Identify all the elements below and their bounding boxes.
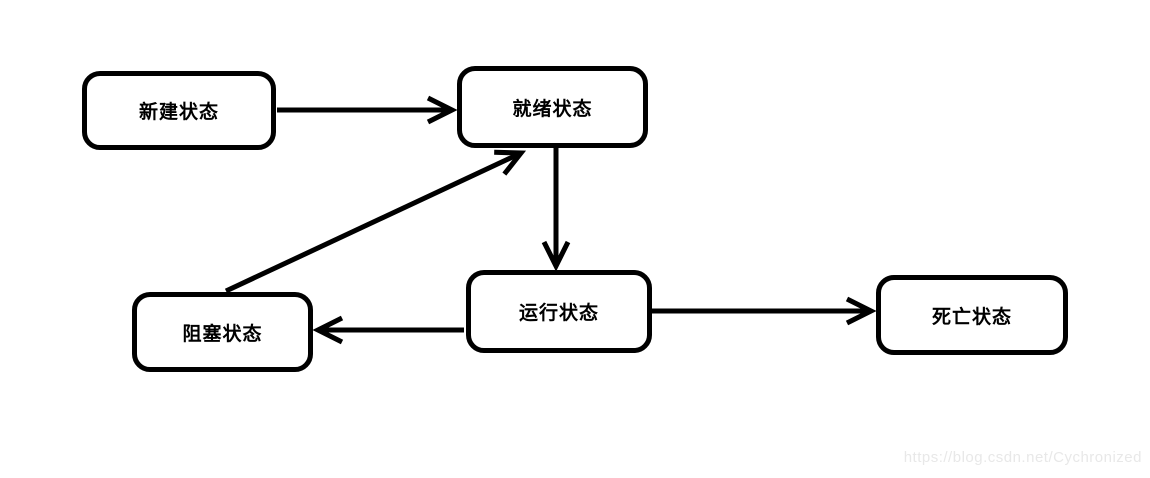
state-node-new: 新建状态 — [82, 71, 276, 150]
watermark-text: https://blog.csdn.net/Cychronized — [903, 449, 1142, 466]
state-node-dead: 死亡状态 — [876, 275, 1068, 355]
state-label-dead: 死亡状态 — [931, 306, 1012, 328]
state-node-blocked: 阻塞状态 — [132, 292, 313, 372]
edge-blocked-to-ready — [224, 149, 527, 294]
state-node-ready: 就绪状态 — [457, 66, 648, 148]
state-node-running: 运行状态 — [466, 270, 652, 353]
state-label-ready: 就绪状态 — [512, 98, 593, 120]
state-label-blocked: 阻塞状态 — [182, 323, 263, 345]
state-label-new: 新建状态 — [138, 102, 219, 123]
state-label-running: 运行状态 — [518, 303, 599, 324]
